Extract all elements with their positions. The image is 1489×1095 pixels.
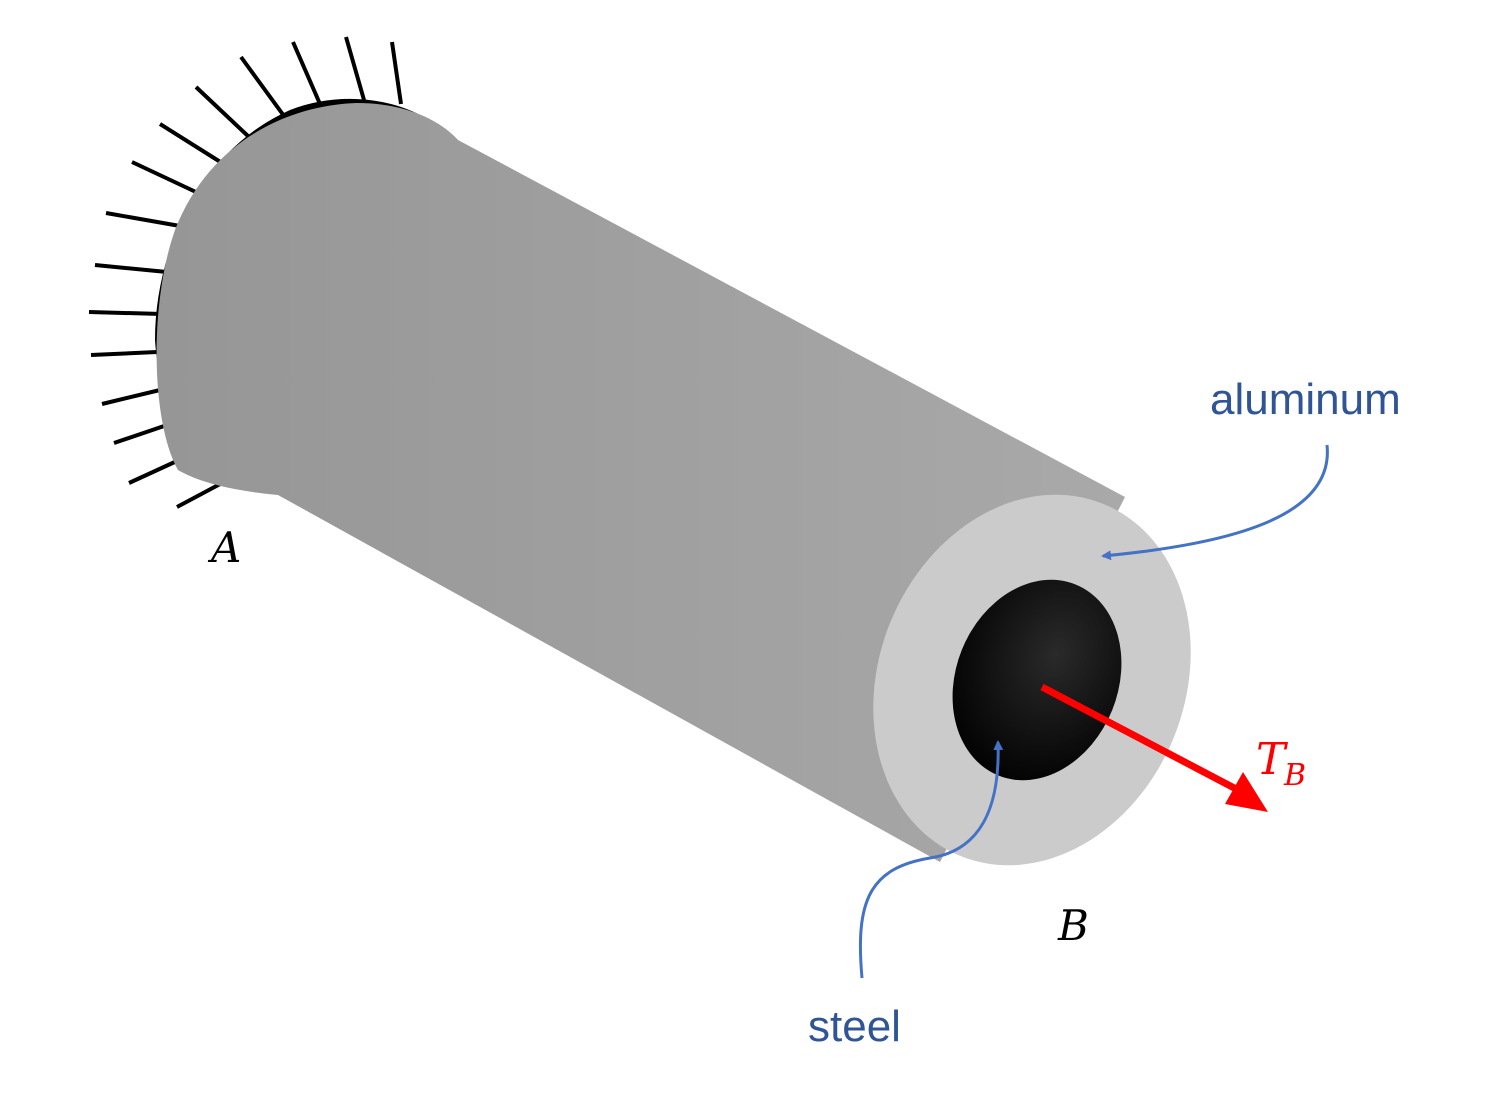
label-fixed-end-a: A [207, 523, 241, 572]
label-torque: T B [1256, 734, 1306, 793]
steel-core [952, 579, 1122, 781]
label-torque-subscript: B [1283, 758, 1306, 793]
label-torque-symbol: T [1256, 734, 1289, 785]
label-aluminum: aluminum [1210, 375, 1401, 424]
label-steel: steel [808, 1002, 901, 1051]
aluminum-leader-arrow [1101, 444, 1329, 561]
torque-arrow [1040, 683, 1268, 812]
fixed-support-hatching [88, 36, 403, 509]
steel-leader-arrow [858, 740, 1004, 979]
label-free-end-b: B [1057, 901, 1089, 950]
